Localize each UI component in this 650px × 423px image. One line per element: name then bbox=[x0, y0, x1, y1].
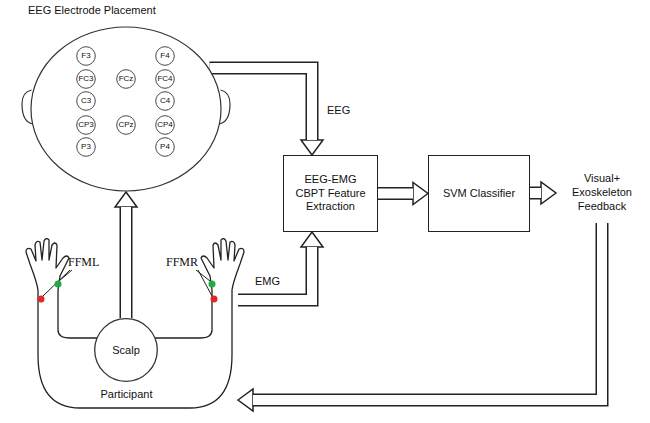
electrode-label: CP3 bbox=[78, 121, 94, 129]
arrow-head bbox=[301, 140, 323, 155]
feedback-text-node: Visual+ Exoskeleton Feedback bbox=[556, 163, 648, 223]
circle-outline bbox=[77, 92, 96, 111]
hollow-arrow bbox=[238, 223, 602, 411]
electrode-label: CPz bbox=[118, 121, 133, 129]
electrode-circle: CP4 bbox=[155, 115, 175, 135]
electrode-label: F4 bbox=[160, 52, 169, 60]
hollow-arrow bbox=[238, 232, 323, 300]
electrode-circle: CP3 bbox=[76, 115, 96, 135]
arrow-head bbox=[301, 232, 323, 247]
circle-outline bbox=[77, 70, 96, 89]
electrode-circle: P4 bbox=[155, 137, 175, 157]
arrow-shaft-outline bbox=[120, 207, 133, 318]
electrode-circle: FCz bbox=[116, 69, 136, 89]
electrode-label: C3 bbox=[81, 97, 91, 105]
process-box: EEG-EMG CBPT Feature Extraction bbox=[283, 155, 378, 232]
circle-outline bbox=[156, 92, 175, 111]
hollow-arrow bbox=[115, 192, 137, 318]
ear bbox=[22, 90, 33, 124]
arrow-shaft-fill bbox=[378, 189, 413, 199]
arrow-head bbox=[413, 183, 428, 205]
electrode-label: P3 bbox=[81, 143, 91, 151]
electrode-label: FC4 bbox=[157, 75, 172, 83]
arrow-shaft-outline bbox=[238, 247, 312, 300]
arrow-shaft-fill bbox=[209, 68, 312, 140]
electrode-label: FFML bbox=[68, 255, 99, 270]
electrode-label: FC3 bbox=[78, 75, 93, 83]
scalp-circle: Scalp bbox=[94, 318, 158, 382]
electrode-circle: FC4 bbox=[155, 69, 175, 89]
electrode-label: FCz bbox=[119, 75, 134, 83]
circle-outline bbox=[77, 138, 96, 157]
electrode-label: P4 bbox=[160, 143, 170, 151]
edge-label: EEG bbox=[325, 104, 352, 116]
electrode-circle: C3 bbox=[76, 91, 96, 111]
arrow-head bbox=[238, 389, 253, 411]
hand-outline bbox=[201, 239, 244, 290]
leader-line bbox=[198, 270, 212, 296]
arrow-shaft-outline bbox=[530, 187, 541, 200]
circle-outline bbox=[117, 116, 136, 135]
node-label: Visual+ Exoskeleton Feedback bbox=[558, 172, 646, 213]
arrow-shaft-outline bbox=[378, 187, 413, 200]
circle-outline bbox=[156, 47, 175, 66]
arrow-shaft-fill bbox=[530, 188, 541, 198]
arrow-shaft-fill bbox=[253, 223, 602, 400]
electrode-circle: F3 bbox=[76, 46, 96, 66]
heading: EEG Electrode Placement bbox=[28, 4, 156, 16]
node-label: EEG-EMG CBPT Feature Extraction bbox=[292, 173, 369, 214]
arrow-head bbox=[541, 182, 556, 204]
node-label: Participant bbox=[15, 388, 238, 400]
circle-outline bbox=[156, 70, 175, 89]
electrode-circle: P3 bbox=[76, 137, 96, 157]
head-outline: EEG Electrode PlacementF3F4FC3FCzFC4C3C4… bbox=[30, 26, 222, 192]
ear bbox=[219, 90, 230, 124]
hollow-arrow bbox=[209, 68, 323, 155]
arrow-shaft-outline bbox=[209, 68, 312, 140]
arrow-head bbox=[115, 192, 137, 207]
arrow-shaft-fill bbox=[121, 207, 131, 318]
participant-body: Participant Scalp bbox=[15, 236, 238, 412]
electrode-label: C4 bbox=[160, 97, 170, 105]
electrode-circle: FC3 bbox=[76, 69, 96, 89]
arrow-shaft-fill bbox=[238, 247, 312, 300]
electrode-label: F3 bbox=[81, 52, 90, 60]
circle-outline bbox=[156, 138, 175, 157]
process-box: SVM Classifier bbox=[428, 155, 530, 232]
node-label: Scalp bbox=[112, 345, 140, 356]
edge-label: EMG bbox=[253, 275, 282, 287]
leader-line bbox=[43, 270, 70, 296]
electrode-label: FFMR bbox=[166, 255, 198, 270]
electrode-circle: C4 bbox=[155, 91, 175, 111]
node-label: SVM Classifier bbox=[443, 187, 515, 201]
head-ellipse bbox=[31, 27, 221, 191]
circle-outline bbox=[95, 319, 158, 382]
hollow-arrow bbox=[530, 182, 556, 204]
arrow-shaft-outline bbox=[253, 223, 602, 400]
electrode-circle: F4 bbox=[155, 46, 175, 66]
electrode-label: CP4 bbox=[157, 121, 173, 129]
circle-outline bbox=[117, 70, 136, 89]
hollow-arrow bbox=[378, 183, 428, 205]
head-shape bbox=[30, 26, 222, 192]
circle-outline bbox=[77, 47, 96, 66]
circle-outline bbox=[77, 116, 96, 135]
circle-outline bbox=[156, 116, 175, 135]
electrode-circle: CPz bbox=[116, 115, 136, 135]
hand-outline bbox=[26, 239, 69, 290]
